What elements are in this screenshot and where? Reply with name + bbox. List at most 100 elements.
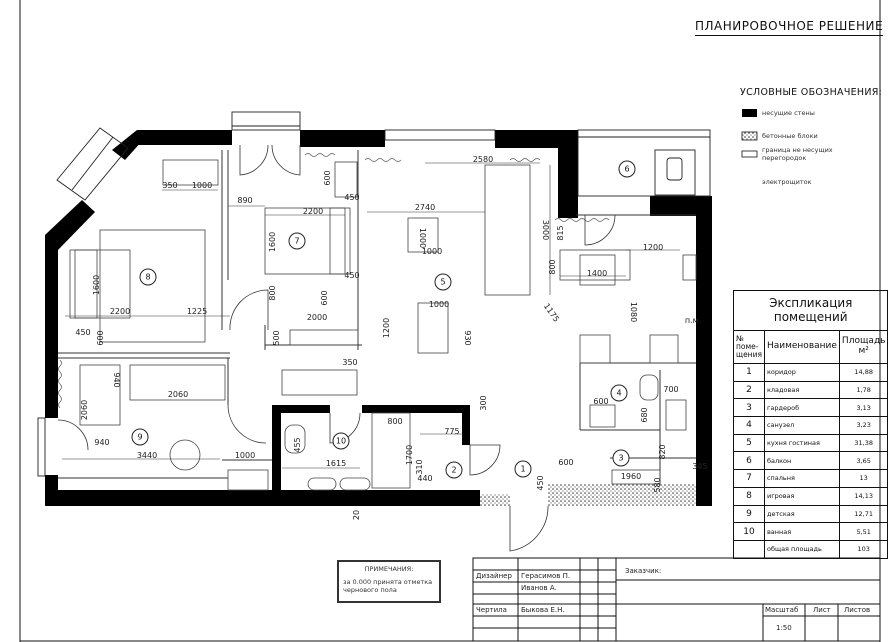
concrete-block xyxy=(548,484,696,506)
sheet-label: Лист xyxy=(813,606,831,614)
drawing-title: ПЛАНИРОВОЧНОЕ РЕШЕНИЕ xyxy=(695,19,884,36)
dimension-label: 300 xyxy=(479,395,488,411)
total-label: общая площадь xyxy=(763,539,840,559)
room-name: спальня xyxy=(763,469,840,488)
room-marker-6: 6 xyxy=(618,160,636,178)
dimension-label: 20 xyxy=(352,509,361,521)
dimension-label: 600 xyxy=(323,170,332,186)
room-name: гардероб xyxy=(763,398,840,418)
designer-label: Дизайнер xyxy=(476,572,512,580)
room-marker-8: 8 xyxy=(139,268,157,286)
header-number: № поме-щения xyxy=(733,330,765,364)
room-name: игровая xyxy=(763,486,840,506)
doors xyxy=(57,144,616,552)
dimension-label: 1225 xyxy=(186,307,208,316)
dimension-label: 1400 xyxy=(586,269,608,278)
dimension-label: 2060 xyxy=(167,390,189,399)
notes-box: ПРИМЕЧАНИЯ: за 0.000 принята отметка чер… xyxy=(337,560,441,603)
dimension-label: 1600 xyxy=(92,274,101,296)
room-number: 9 xyxy=(733,504,765,524)
drafter-name: Быкова Е.Н. xyxy=(521,606,565,614)
dimension-label: 940 xyxy=(112,372,121,388)
dimension-label: 2740 xyxy=(414,203,436,212)
room-name: кладовая xyxy=(763,380,840,400)
room-number: 7 xyxy=(733,469,765,488)
dimension-label: 1000 xyxy=(421,247,443,256)
room-number: 10 xyxy=(733,522,765,541)
dimension-label: 1000 xyxy=(234,451,256,460)
dimension-label: 680 xyxy=(640,407,649,423)
dimension-label: 450 xyxy=(344,271,360,280)
dimension-label: 1615 xyxy=(325,459,347,468)
room-name: детская xyxy=(763,504,840,524)
notes-heading: ПРИМЕЧАНИЯ: xyxy=(364,565,414,573)
dimension-label: 500 xyxy=(272,330,281,346)
room-area: 13 xyxy=(838,469,889,488)
dimension-label: 2200 xyxy=(302,207,324,216)
room-number: 2 xyxy=(733,380,765,400)
dimension-label: 450 xyxy=(536,475,545,491)
dimension-label: 890 xyxy=(237,196,253,205)
dimension-label: 600 xyxy=(96,330,105,346)
room-name: кухня гостиная xyxy=(763,433,840,453)
room-area: 3,13 xyxy=(838,398,889,418)
dimension-label: 940 xyxy=(94,438,110,447)
room-area: 3,65 xyxy=(838,451,889,471)
room-number: 1 xyxy=(733,363,765,382)
title-block-grid xyxy=(472,557,881,642)
notes-text: за 0.000 принята отметка чернового пола xyxy=(343,578,433,594)
room-marker-7: 7 xyxy=(288,232,306,250)
legend-item-partitions: граница не несущих перегородок xyxy=(762,146,833,163)
room-name: коридор xyxy=(763,363,840,382)
dimension-label: 2580 xyxy=(472,155,494,164)
dimension-label: 1080 xyxy=(629,301,638,323)
header-area: Площадь м² xyxy=(838,330,889,364)
legend-heading: УСЛОВНЫЕ ОБОЗНАЧЕНИЯ: xyxy=(740,87,883,98)
dimension-label: 3000 xyxy=(541,219,550,241)
dimension-label: 820 xyxy=(658,444,667,460)
room-marker-1: 1 xyxy=(514,460,532,478)
room-area: 12,71 xyxy=(838,504,889,524)
room-area: 14,88 xyxy=(838,363,889,382)
dimension-label: 580 xyxy=(653,477,662,493)
drafter-label: Чертила xyxy=(476,606,507,614)
room-marker-2: 2 xyxy=(445,461,463,479)
dimension-label: 455 xyxy=(293,437,302,453)
dimension-label: 775 xyxy=(444,427,460,436)
room-number: 3 xyxy=(733,398,765,418)
customer-label: Заказчик: xyxy=(625,567,662,575)
room-explication-table: Экспликация помещений № поме-щения Наиме… xyxy=(732,290,889,559)
dimension-label: 1000 xyxy=(418,227,427,249)
room-number: 6 xyxy=(733,451,765,471)
room-name: балкон xyxy=(763,451,840,471)
designer-name-2: Иванов А. xyxy=(521,584,557,592)
room-area: 3,23 xyxy=(838,416,889,435)
legend-swatches xyxy=(741,109,758,158)
dimension-label: 450 xyxy=(75,328,91,337)
dimension-label: 450 xyxy=(344,193,360,202)
dimension-label: 600 xyxy=(558,458,574,467)
dimension-label: 815 xyxy=(556,225,565,241)
room-area: 1,78 xyxy=(838,380,889,400)
room-area: 5,51 xyxy=(838,522,889,541)
total-row: общая площадь 103 xyxy=(733,539,889,559)
dimension-label: 2000 xyxy=(306,313,328,322)
explication-caption: Экспликация помещений xyxy=(732,290,889,331)
dimension-label: 2200 xyxy=(109,307,131,316)
legend: УСЛОВНЫЕ ОБОЗНАЧЕНИЯ: xyxy=(740,87,882,98)
room-marker-9: 9 xyxy=(131,428,149,446)
dimension-label: 1000 xyxy=(428,300,450,309)
room-number: 5 xyxy=(733,433,765,453)
dimension-label: 440 xyxy=(417,474,433,483)
legend-item-electrical-panel: электрощиток xyxy=(762,178,812,186)
room-number: 8 xyxy=(733,486,765,506)
dimension-label: 1200 xyxy=(382,317,391,339)
